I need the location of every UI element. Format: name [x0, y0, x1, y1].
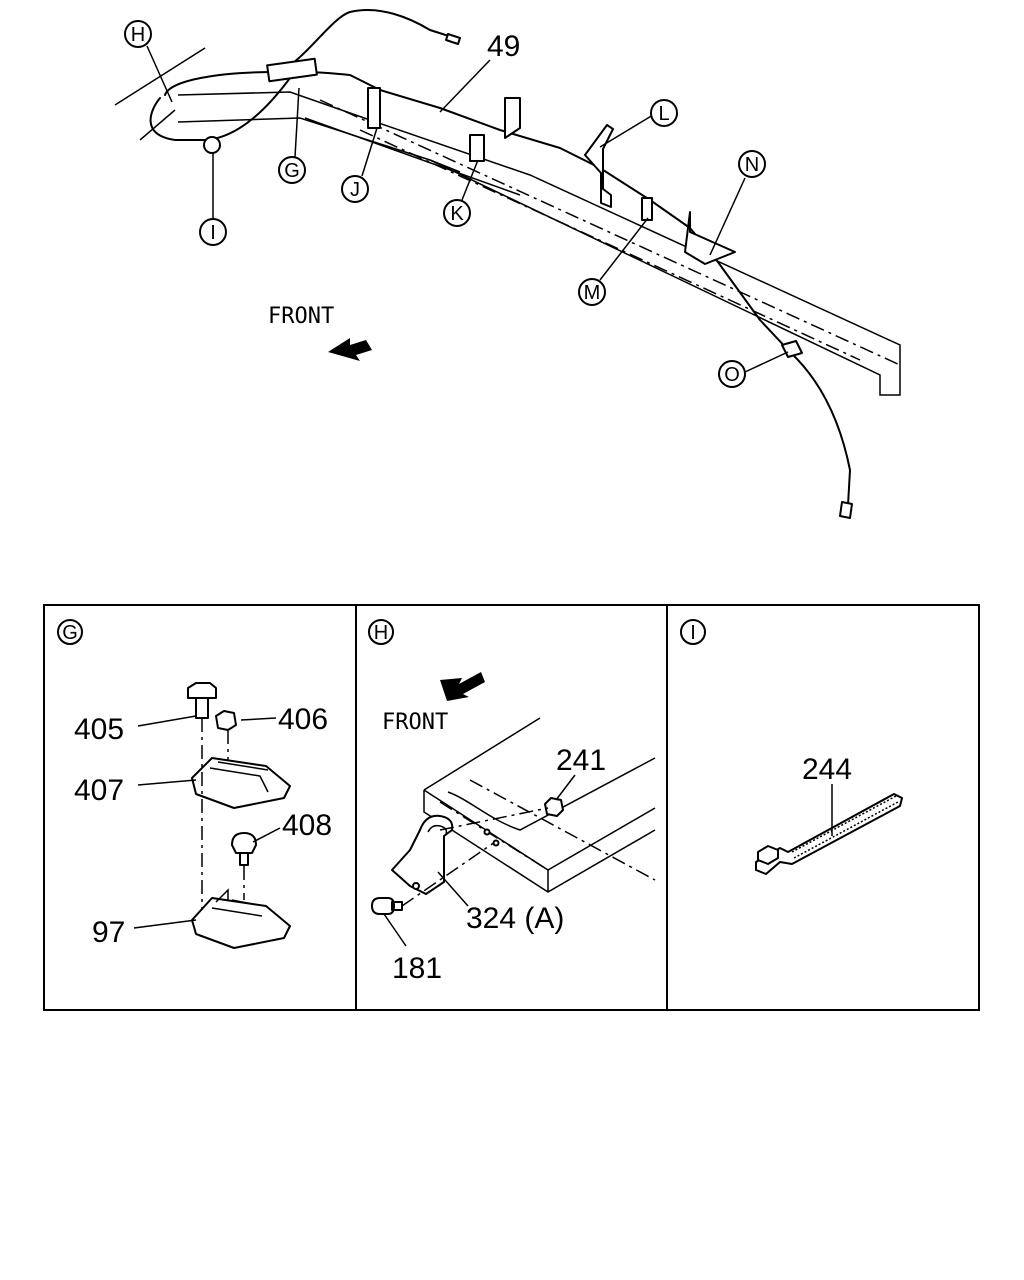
part-number-324a: 324 (A): [466, 902, 564, 935]
panel-h-leaders: [383, 774, 576, 947]
svg-text:I: I: [210, 222, 216, 244]
nut-406: [215, 710, 237, 731]
bracket-g: [266, 57, 318, 83]
brake-cable-2: [164, 9, 456, 96]
callout-k: K: [443, 199, 471, 227]
cable-end-rear: [839, 501, 853, 519]
bolt-181: [371, 897, 403, 915]
svg-text:M: M: [584, 282, 601, 304]
callout-o: O: [718, 360, 746, 388]
clip-324a-hole: [412, 882, 420, 890]
frame-centerline: [319, 99, 901, 366]
detail-panels-frame: [43, 604, 980, 1011]
bracket-n: [684, 211, 736, 265]
main-assembly: H G I J K L M N O 49 FRONT: [114, 9, 901, 519]
callout-n: N: [738, 150, 766, 178]
part-number-97: 97: [92, 916, 125, 949]
svg-text:N: N: [745, 154, 759, 176]
cable-tie-head: [757, 845, 779, 865]
frame-rail-lower: [304, 117, 521, 196]
panel-g-leaders: [133, 715, 281, 929]
panel-h-hole-1: [483, 828, 491, 836]
bracket-upper: [504, 97, 521, 139]
part-number-407: 407: [74, 774, 124, 807]
panel-h-front-arrow: [440, 672, 485, 701]
part-number-244: 244: [802, 753, 852, 786]
panel-g-centerlines: [201, 718, 245, 910]
panel-h-frame: [423, 717, 656, 893]
part-number-49: 49: [487, 30, 520, 63]
panel-g: G 405 406 407 408 97: [57, 619, 332, 949]
bracket-m: [641, 197, 653, 221]
callout-h: H: [124, 20, 152, 48]
panel-h-hole-2: [492, 839, 500, 847]
svg-text:L: L: [658, 103, 669, 125]
clip-i: [203, 136, 221, 154]
svg-text:K: K: [450, 203, 464, 225]
cable-tie-244: [755, 793, 903, 875]
panel-h-badge: H: [368, 619, 394, 645]
svg-text:O: O: [724, 364, 740, 386]
panel-h: H FRONT 241 324 (A) 181: [368, 619, 656, 985]
part-number-405: 405: [74, 713, 124, 746]
bracket-l: [584, 124, 614, 208]
part-number-408: 408: [282, 809, 332, 842]
bracket-407: [191, 757, 291, 809]
svg-text:H: H: [131, 24, 145, 46]
part-number-181: 181: [392, 952, 442, 985]
panel-h-centerline: [439, 779, 656, 881]
front-label: FRONT: [268, 304, 334, 329]
svg-text:I: I: [690, 622, 696, 644]
bracket-o: [781, 340, 803, 358]
base-97: [191, 897, 291, 949]
callout-m: M: [578, 278, 606, 306]
part-number-406: 406: [278, 703, 328, 736]
nut-241: [544, 797, 564, 817]
clip-324a-inner: [427, 824, 448, 835]
bracket-k: [469, 134, 485, 162]
cable-end-front: [445, 33, 461, 45]
svg-text:J: J: [350, 179, 360, 201]
bracket-j: [367, 87, 381, 129]
panel-h-front-label: FRONT: [382, 710, 448, 735]
panel-i: I 244: [680, 619, 903, 875]
callout-g: G: [278, 156, 306, 184]
bracket-407-ridge: [209, 761, 269, 793]
clip-408: [231, 832, 257, 866]
panel-i-badge: I: [680, 619, 706, 645]
panel-h-hole-lines: [401, 807, 549, 907]
svg-text:G: G: [62, 622, 78, 644]
bolt-405: [187, 682, 217, 719]
callout-i: I: [199, 218, 227, 246]
base-97-ridge: [211, 888, 263, 917]
svg-text:G: G: [284, 160, 300, 182]
callout-j: J: [341, 175, 369, 203]
svg-text:H: H: [374, 622, 388, 644]
leader-lines: [146, 45, 789, 373]
callout-l: L: [650, 99, 678, 127]
front-arrow: [328, 338, 372, 361]
clip-324a: [391, 814, 454, 895]
panel-g-badge: G: [57, 619, 83, 645]
brake-cable: [149, 71, 851, 506]
part-number-241: 241: [556, 744, 606, 777]
